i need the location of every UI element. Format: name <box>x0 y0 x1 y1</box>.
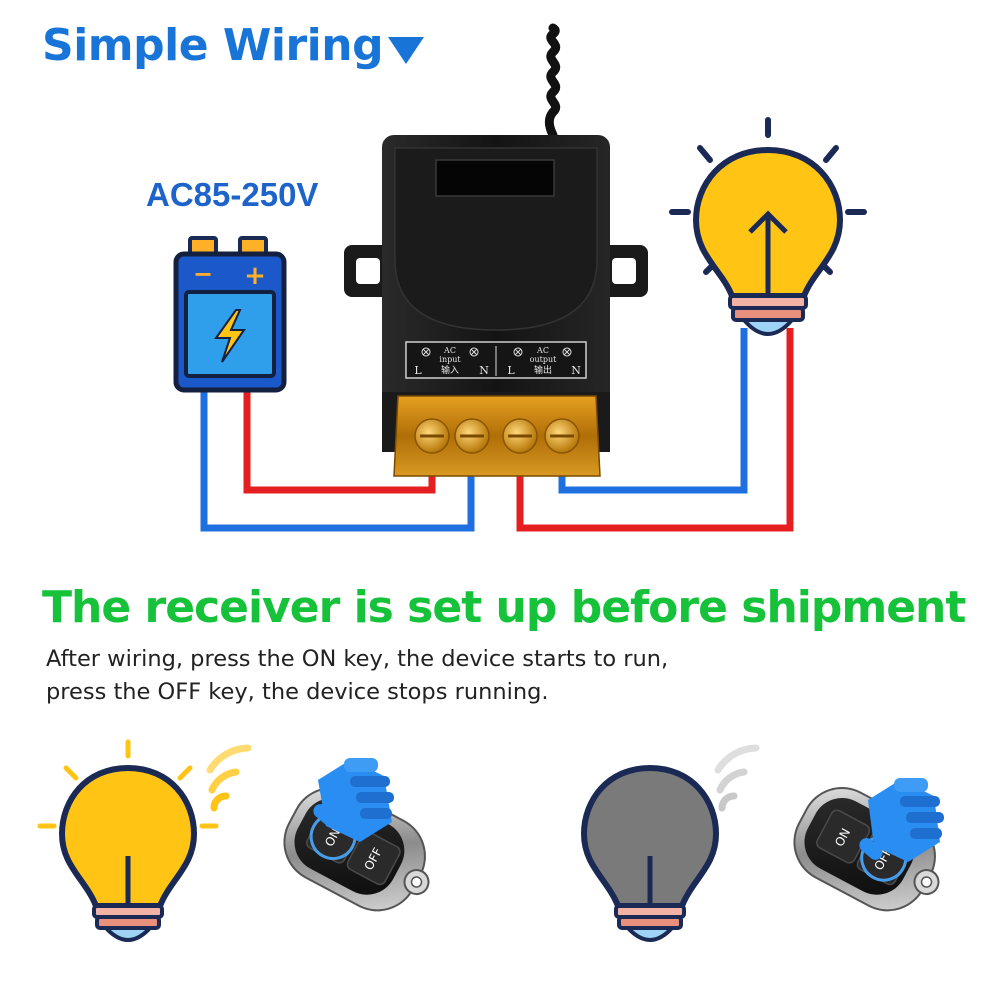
instruction-line-2: press the OFF key, the device stops runn… <box>46 679 549 705</box>
output-label-n: N <box>571 364 581 377</box>
antenna-icon <box>544 23 561 140</box>
input-label-l: L <box>414 364 422 377</box>
page-title: Simple Wiring <box>42 20 384 71</box>
setup-headline: The receiver is set up before shipment <box>42 582 966 633</box>
output-label-ac: AC <box>536 346 549 355</box>
input-label-cn: 输入 <box>441 364 459 376</box>
output-label-l: L <box>507 364 515 377</box>
light-bulb-icon-main <box>669 117 867 336</box>
output-label-output: output <box>530 355 557 364</box>
wireless-signal-icon-on <box>206 744 252 812</box>
voltage-label: AC85-250V <box>146 176 319 213</box>
terminal-screws <box>414 418 580 454</box>
down-triangle-icon <box>388 37 424 64</box>
hand-pointer-icon-1 <box>313 758 394 842</box>
input-label-n: N <box>479 364 489 377</box>
wires <box>200 328 794 532</box>
instruction-line-1: After wiring, press the ON key, the devi… <box>46 646 669 672</box>
neutral-wire-output <box>558 328 748 494</box>
light-bulb-icon-off <box>580 764 720 942</box>
wireless-signal-icon-off <box>714 744 760 812</box>
neutral-wire-input <box>200 386 475 532</box>
live-wire-output <box>516 328 794 532</box>
input-label-ac: AC <box>443 346 456 355</box>
receiver-module: AC input 输入 L N AC output 输出 L N <box>344 135 648 477</box>
battery-plus: + <box>244 261 266 291</box>
live-wire-input <box>243 386 436 494</box>
light-bulb-icon-on <box>37 739 219 942</box>
output-label-cn: 输出 <box>534 364 552 376</box>
battery-icon: − + <box>173 236 287 393</box>
hand-pointer-icon-2 <box>859 778 944 862</box>
input-label-input: input <box>439 355 461 364</box>
lightning-bolt-icon <box>214 309 246 363</box>
battery-minus: − <box>193 260 213 288</box>
